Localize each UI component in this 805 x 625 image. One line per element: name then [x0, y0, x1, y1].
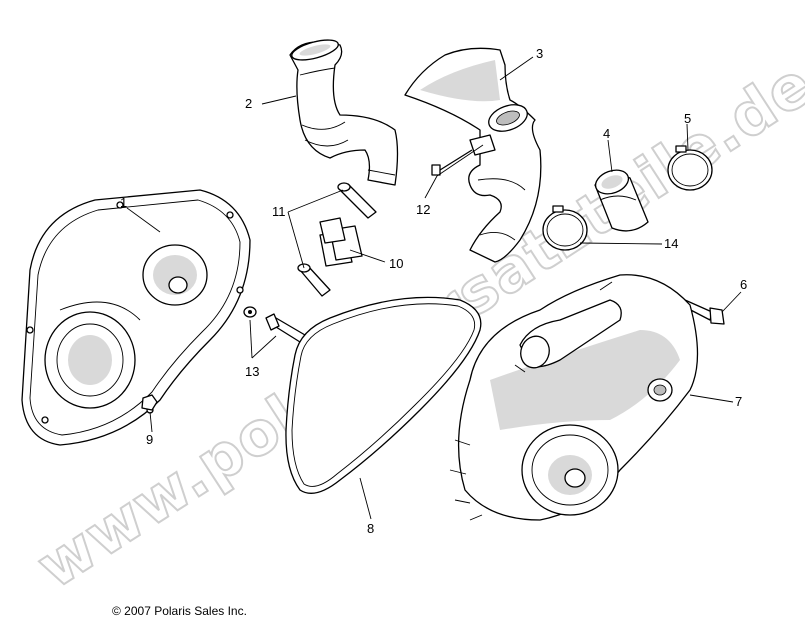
callout-8: 8: [367, 521, 374, 536]
leader-lines: [126, 56, 742, 520]
callout-numbers: 1 2 3 4 5 6 7 8 9 10 11 12 13 14: [120, 46, 747, 536]
hose-clamp-large: [667, 145, 713, 191]
copyright-notice: © 2007 Polaris Sales Inc.: [112, 604, 247, 618]
callout-5: 5: [684, 111, 691, 126]
inner-clutch-cover: [21, 189, 251, 446]
nut-9: [141, 394, 158, 411]
hose-clamp-small: [542, 205, 588, 251]
bolt-and-washer: [243, 306, 306, 343]
callout-6: 6: [740, 277, 747, 292]
callout-1: 1: [120, 195, 127, 210]
callout-14: 14: [664, 236, 678, 251]
outer-clutch-cover: [449, 274, 699, 521]
screw-12: [431, 149, 473, 176]
callout-13: 13: [245, 364, 259, 379]
callout-12: 12: [416, 202, 430, 217]
callout-7: 7: [735, 394, 742, 409]
callout-2: 2: [245, 96, 252, 111]
intake-duct: [289, 39, 399, 186]
outlet-duct: [404, 47, 542, 263]
dowel-pins: [297, 182, 377, 297]
callout-9: 9: [146, 432, 153, 447]
callout-4: 4: [603, 126, 610, 141]
callout-10: 10: [389, 256, 403, 271]
duct-coupler: [594, 169, 649, 232]
drive-belt: [285, 296, 482, 494]
callout-11: 11: [272, 204, 286, 219]
seal-strips: [319, 217, 363, 267]
callout-3: 3: [536, 46, 543, 61]
